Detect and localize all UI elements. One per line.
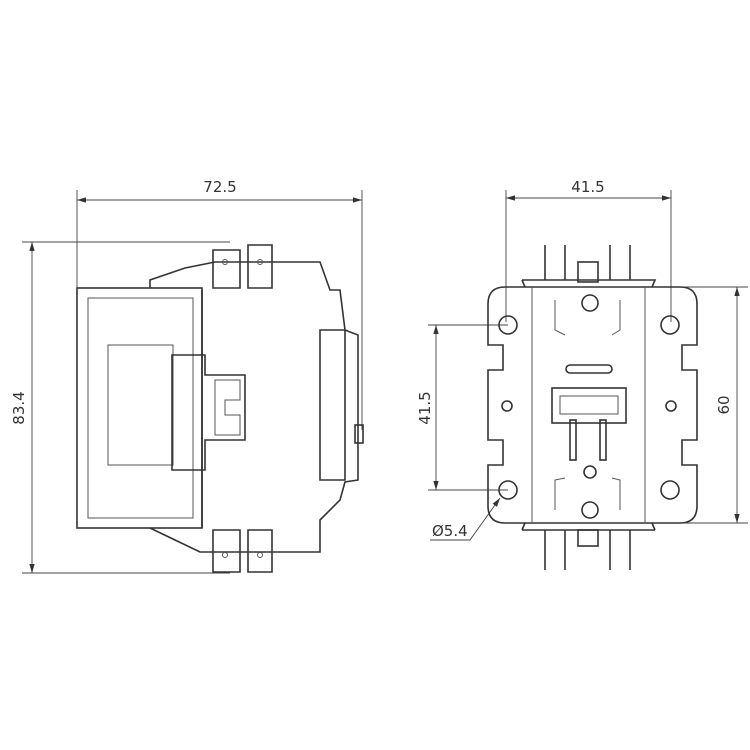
hole-spacing-horizontal-dimension: 41.5 <box>505 178 672 322</box>
hole-spacing-horizontal-label: 41.5 <box>571 178 604 196</box>
hole-diameter-label: Ø5.4 <box>432 522 468 540</box>
plate-height-label: 60 <box>715 395 733 414</box>
mounting-plate <box>487 245 698 570</box>
width-dimension-label: 72.5 <box>203 178 236 196</box>
front-view: 41.5 60 41.5 Ø5.4 <box>416 178 748 570</box>
height-dimension-label: 83.4 <box>10 391 28 424</box>
side-view: 72.5 83.4 <box>10 178 364 574</box>
height-dimension: 83.4 <box>10 241 230 574</box>
hole-spacing-vertical-label: 41.5 <box>416 391 434 424</box>
side-body <box>76 244 364 573</box>
width-dimension: 72.5 <box>76 178 363 430</box>
hole-spacing-vertical-dimension: 41.5 <box>416 324 508 491</box>
hole-diameter-callout: Ø5.4 <box>430 497 501 541</box>
plate-height-dimension: 60 <box>670 286 748 524</box>
